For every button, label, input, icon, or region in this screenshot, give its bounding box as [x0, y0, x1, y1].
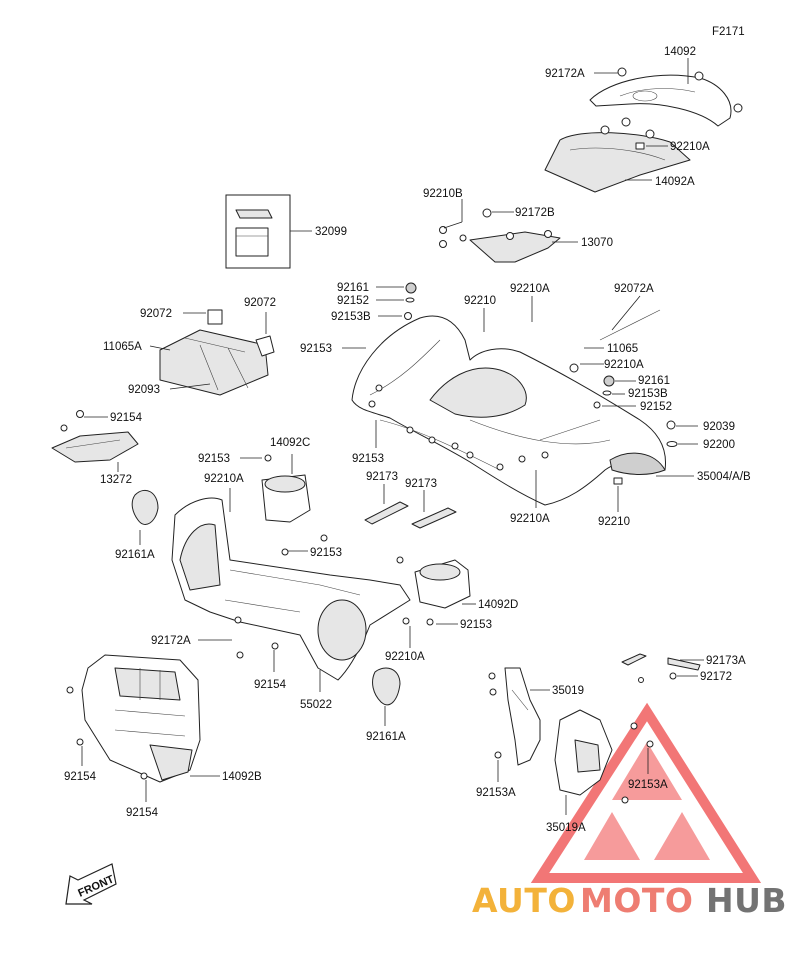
- label-11065A: 11065A: [103, 341, 142, 353]
- nut-92161: [405, 282, 417, 294]
- label-92161A-b: 92161A: [366, 731, 406, 743]
- strip-92173A-a: [621, 653, 647, 666]
- label-92173-r: 92173: [405, 478, 437, 490]
- label-92200: 92200: [703, 439, 735, 451]
- frame-55022-drawing: [171, 497, 411, 681]
- label-92153B-b: 92153B: [628, 388, 668, 400]
- label-92072A: 92072A: [614, 283, 654, 295]
- screw-92153B: [404, 312, 412, 320]
- label-14092B: 14092B: [222, 771, 262, 783]
- label-35019A: 35019A: [546, 822, 586, 834]
- watermark-moto: MOTO: [580, 881, 693, 920]
- label-92210: 92210: [464, 295, 496, 307]
- label-92210A-top: 92210A: [670, 141, 710, 153]
- leader-11065A: [149, 345, 171, 351]
- label-92172A-top: 92172A: [545, 68, 585, 80]
- label-92161A-a: 92161A: [115, 549, 155, 561]
- leader-92072A: [611, 295, 641, 331]
- label-92153-d: 92153: [310, 547, 342, 559]
- front-fender-35004-drawing: [351, 315, 678, 506]
- label-35004: 35004/A/B: [697, 471, 751, 483]
- label-14092C: 14092C: [270, 437, 310, 449]
- label-92172: 92172: [700, 671, 732, 683]
- label-92152-a: 92152: [337, 295, 369, 307]
- label-14092A: 14092A: [655, 176, 695, 188]
- cover-14092B-drawing: [66, 654, 201, 783]
- pad-92161A-left: [131, 490, 159, 525]
- watermark-text: AUTO MOTO HUB: [472, 881, 787, 920]
- label-92154-d: 92154: [126, 807, 159, 819]
- screw-small: [638, 677, 644, 683]
- watermark-hub: HUB: [706, 881, 787, 920]
- strip-92173-left: [364, 501, 409, 525]
- label-92161-b: 92161: [638, 375, 670, 387]
- watermark-auto: AUTO: [472, 881, 576, 920]
- label-92072-l: 92072: [140, 308, 172, 320]
- label-92154-a: 92154: [110, 412, 143, 424]
- label-14092: 14092: [664, 46, 696, 58]
- label-55022: 55022: [300, 699, 332, 711]
- bracket-13272-drawing: [51, 410, 139, 463]
- label-92172B: 92172B: [515, 207, 555, 219]
- leader-92210B: [443, 199, 463, 229]
- label-92153-a: 92153: [300, 343, 332, 355]
- washer-92152: [405, 297, 415, 303]
- label-92153A-b: 92153A: [628, 779, 668, 791]
- label-92173-l: 92173: [366, 471, 398, 483]
- label-92210A-f: 92210A: [385, 651, 425, 663]
- label-92093: 92093: [128, 384, 160, 396]
- label-92154-b: 92154: [254, 679, 287, 691]
- strip-92173A-b: [667, 657, 701, 671]
- label-92153A-a: 92153A: [476, 787, 516, 799]
- label-92153-c: 92153: [198, 453, 230, 465]
- label-92153-b: 92153: [352, 453, 384, 465]
- label-92210B: 92210B: [423, 188, 463, 200]
- label-92172A-b: 92172A: [151, 635, 191, 647]
- duct-14092C-drawing: [261, 454, 311, 523]
- guard-35019-drawing: [488, 667, 541, 766]
- label-92210A-b: 92210A: [510, 283, 550, 295]
- label-92154-c: 92154: [64, 771, 97, 783]
- label-92152-b: 92152: [640, 401, 672, 413]
- label-92161-a: 92161: [337, 282, 369, 294]
- label-92072-r: 92072: [244, 297, 276, 309]
- label-14092D: 14092D: [478, 599, 518, 611]
- label-11065: 11065: [607, 343, 638, 355]
- screw-92172: [669, 672, 677, 680]
- top-fender-drawing: [544, 67, 743, 193]
- front-arrow: FRONT: [65, 863, 117, 905]
- strip-92173-right: [411, 507, 457, 529]
- leader-92093: [169, 383, 211, 390]
- guard-35019A-drawing: [554, 709, 654, 804]
- cover-92093-drawing: [159, 309, 275, 396]
- label-92153B-a: 92153B: [331, 311, 371, 323]
- label-92039: 92039: [703, 421, 735, 433]
- label-92210A-d: 92210A: [204, 473, 244, 485]
- label-92153-e: 92153: [460, 619, 492, 631]
- label-13272: 13272: [100, 474, 132, 486]
- duct-14092D-drawing: [414, 559, 471, 626]
- label-35019: 35019: [552, 685, 584, 697]
- rod-92072A: [599, 309, 661, 341]
- part-13070-drawing: [439, 208, 561, 263]
- label-92210A-c: 92210A: [604, 359, 644, 371]
- label-32099: 32099: [315, 226, 347, 238]
- label-13070: 13070: [581, 237, 613, 249]
- label-92210-b: 92210: [598, 516, 630, 528]
- pad-92161A-right: [372, 667, 401, 706]
- figure-code: F2171: [712, 26, 745, 38]
- label-92210A-e: 92210A: [510, 513, 550, 525]
- watermark-triangle: [530, 702, 762, 883]
- part-32099-box: [225, 194, 291, 269]
- label-92173A: 92173A: [706, 655, 746, 667]
